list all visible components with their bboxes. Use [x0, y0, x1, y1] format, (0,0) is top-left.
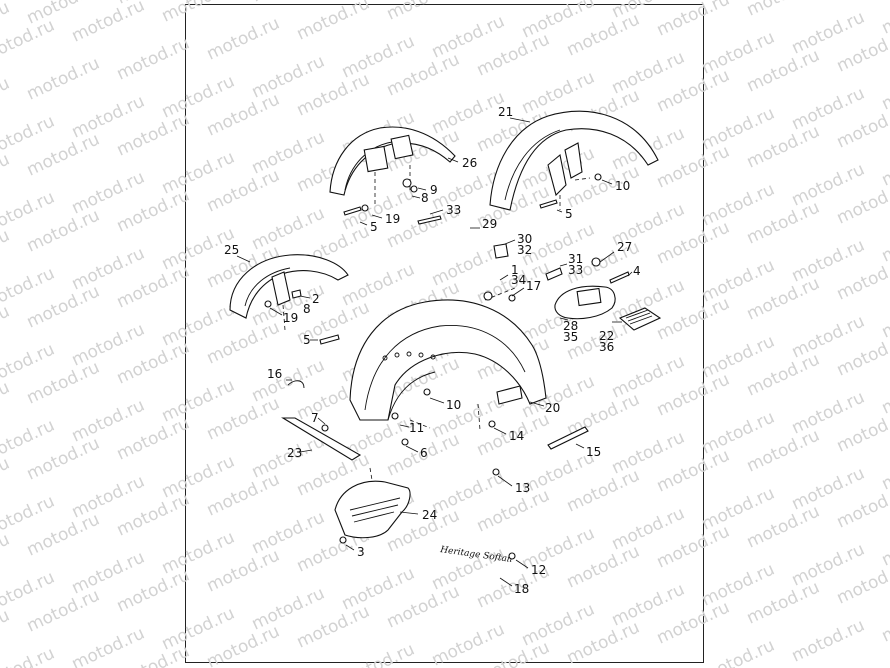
- watermark-text: motod.ru: [339, 639, 418, 668]
- watermark-text: motod.ru: [0, 643, 58, 668]
- callout-33a: 33: [446, 203, 461, 217]
- callout-24: 24: [422, 508, 437, 522]
- callout-4: 4: [633, 264, 641, 278]
- callout-33b: 33: [568, 263, 583, 277]
- diagram-frame: [185, 4, 704, 663]
- watermark-text: motod.ru: [384, 0, 463, 25]
- rear-fender-20: [349, 287, 547, 431]
- callout-22: 22: [599, 329, 614, 343]
- watermark-text: motod.ru: [0, 301, 13, 352]
- callout-10a: 10: [615, 179, 630, 193]
- watermark-text: motod.ru: [789, 615, 868, 666]
- callout-labels: 21 26 10 9 8 33 19 5 5 29 30 32 25 27 31…: [224, 105, 641, 596]
- watermark-text: motod.ru: [0, 149, 13, 200]
- callout-14: 14: [509, 429, 524, 443]
- callout-16: 16: [267, 367, 282, 381]
- callout-31: 31: [568, 252, 583, 266]
- callout-13: 13: [515, 481, 530, 495]
- cable-16: [287, 380, 305, 389]
- callout-12: 12: [531, 563, 546, 577]
- callout-30: 30: [517, 232, 532, 246]
- callout-26: 26: [462, 156, 477, 170]
- watermark-text: motod.ru: [69, 0, 148, 47]
- callout-9: 9: [430, 183, 438, 197]
- watermark-text: motod.ru: [654, 0, 733, 41]
- watermark-text: motod.ru: [0, 73, 13, 124]
- callout-32: 32: [517, 243, 532, 257]
- pad-insert: [576, 287, 602, 307]
- callout-19b: 19: [283, 311, 298, 325]
- callout-5c: 5: [303, 333, 311, 347]
- watermark-text: motod.ru: [114, 33, 193, 84]
- watermark-text: motod.ru: [249, 0, 328, 7]
- callout-27: 27: [617, 240, 632, 254]
- callout-17: 17: [526, 279, 541, 293]
- callout-8b: 8: [303, 302, 311, 316]
- watermark-text: motod.ru: [879, 139, 890, 190]
- watermark-text: motod.ru: [744, 0, 823, 21]
- watermark-text: motod.ru: [879, 519, 890, 570]
- callout-11: 11: [409, 421, 424, 435]
- callout-21: 21: [498, 105, 513, 119]
- watermark-text: motod.ru: [879, 367, 890, 418]
- watermark-text: motod.ru: [24, 53, 103, 104]
- watermark-text: motod.ru: [294, 0, 373, 45]
- callout-18: 18: [514, 582, 529, 596]
- watermark-text: motod.ru: [879, 291, 890, 342]
- callout-25: 25: [224, 243, 239, 257]
- plate-22: [618, 307, 662, 331]
- callout-34: 34: [511, 273, 526, 287]
- watermark-text: motod.ru: [834, 0, 890, 1]
- bracket-24: [334, 467, 411, 539]
- callout-10b: 10: [446, 398, 461, 412]
- fender-25: [229, 254, 349, 331]
- callout-35: 35: [563, 330, 578, 344]
- callout-6: 6: [420, 446, 428, 460]
- rod-15: [547, 426, 589, 450]
- watermark-text: motod.ru: [0, 377, 13, 428]
- callout-19a: 19: [385, 212, 400, 226]
- watermark-text: motod.ru: [879, 443, 890, 494]
- callout-2: 2: [312, 292, 320, 306]
- callout-23: 23: [287, 446, 302, 460]
- fender-21: [489, 110, 659, 211]
- hardware: [264, 173, 630, 560]
- watermark-text: motod.ru: [204, 13, 283, 64]
- watermark-text: motod.ru: [879, 0, 890, 39]
- callout-5b: 5: [565, 207, 573, 221]
- callout-36: 36: [599, 340, 614, 354]
- watermark-text: motod.ru: [474, 0, 553, 5]
- callout-1: 1: [511, 263, 519, 277]
- watermark-text: motod.ru: [69, 623, 148, 668]
- watermark-text: motod.ru: [879, 215, 890, 266]
- watermark-text: motod.ru: [0, 453, 13, 504]
- callout-5a: 5: [370, 220, 378, 234]
- watermark-text: motod.ru: [879, 63, 890, 114]
- watermark-text: motod.ru: [159, 0, 238, 27]
- callout-7: 7: [311, 411, 319, 425]
- fender-26: [329, 126, 456, 205]
- watermark-text: motod.ru: [699, 635, 778, 668]
- callout-3: 3: [357, 545, 365, 559]
- watermark-text: motod.ru: [0, 529, 13, 580]
- watermark-text: motod.ru: [0, 225, 13, 276]
- callout-29: 29: [482, 217, 497, 231]
- callout-20: 20: [545, 401, 560, 415]
- strip-23: [281, 417, 362, 461]
- callout-28: 28: [563, 319, 578, 333]
- watermark-text: motod.ru: [879, 595, 890, 646]
- leader-lines: [236, 117, 633, 587]
- watermark-text: motod.ru: [0, 605, 13, 656]
- callout-8a: 8: [421, 191, 429, 205]
- callout-15: 15: [586, 445, 601, 459]
